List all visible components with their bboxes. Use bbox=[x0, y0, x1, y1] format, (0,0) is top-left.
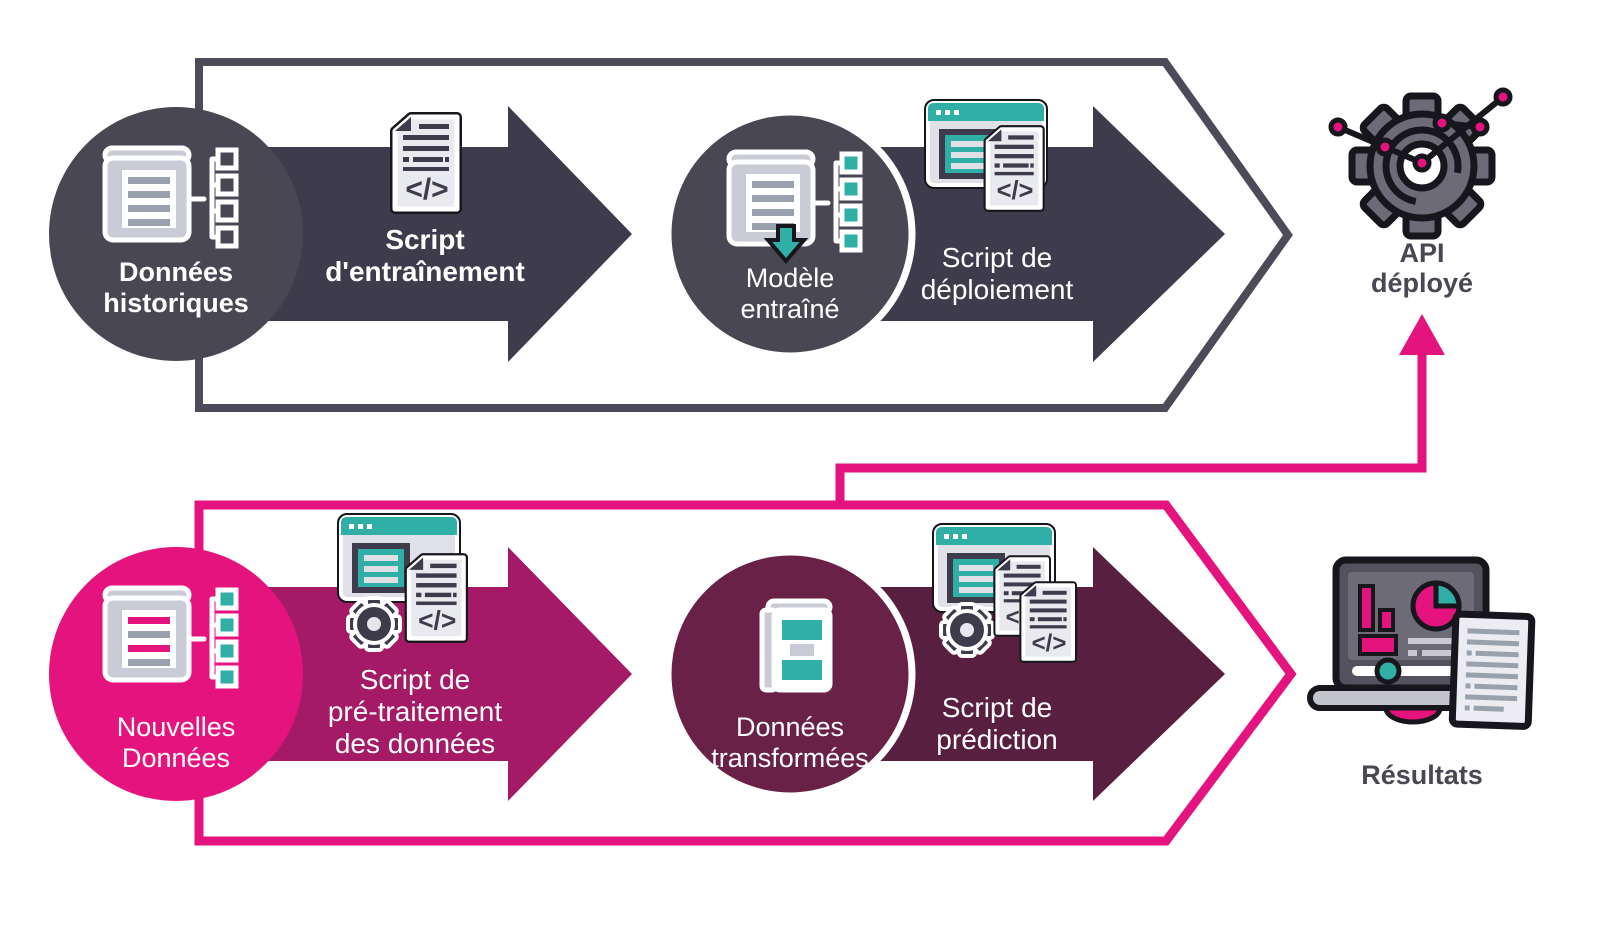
book-blocks-icon bbox=[759, 598, 833, 693]
deployed-api-label: API déployé bbox=[1370, 238, 1474, 298]
laptop-analytics-document-icon bbox=[1307, 556, 1536, 730]
prediction-script-arrow bbox=[800, 547, 1225, 801]
training-script-label: Script d'entraînement bbox=[325, 224, 525, 287]
code-document-icon bbox=[395, 117, 457, 209]
deployment-script-arrow bbox=[800, 106, 1225, 362]
download-arrow-icon bbox=[763, 224, 809, 265]
book-data-tree-download-icon bbox=[729, 152, 863, 265]
book-data-tree-icon bbox=[105, 148, 239, 249]
new-data-label: Nouvelles Données bbox=[116, 712, 236, 773]
deploy-connector-arrow bbox=[835, 314, 1445, 506]
preprocessing-script-arrow bbox=[240, 547, 632, 801]
preprocessing-script-label: Script de pré-traitement des données bbox=[327, 664, 503, 759]
deployment-script-label: Script de déploiement bbox=[920, 242, 1074, 305]
trained-model-label: Modèle entraîné bbox=[740, 263, 840, 324]
transformed-data-label: Données transformées bbox=[711, 712, 869, 773]
training-script-arrow bbox=[240, 106, 632, 362]
results-label: Résultats bbox=[1361, 760, 1483, 790]
historical-data-label: Données historiques bbox=[103, 257, 249, 318]
gear-network-icon bbox=[1328, 87, 1513, 240]
book-data-tree-icon bbox=[105, 588, 239, 689]
prediction-script-label: Script de prédiction bbox=[936, 692, 1058, 755]
